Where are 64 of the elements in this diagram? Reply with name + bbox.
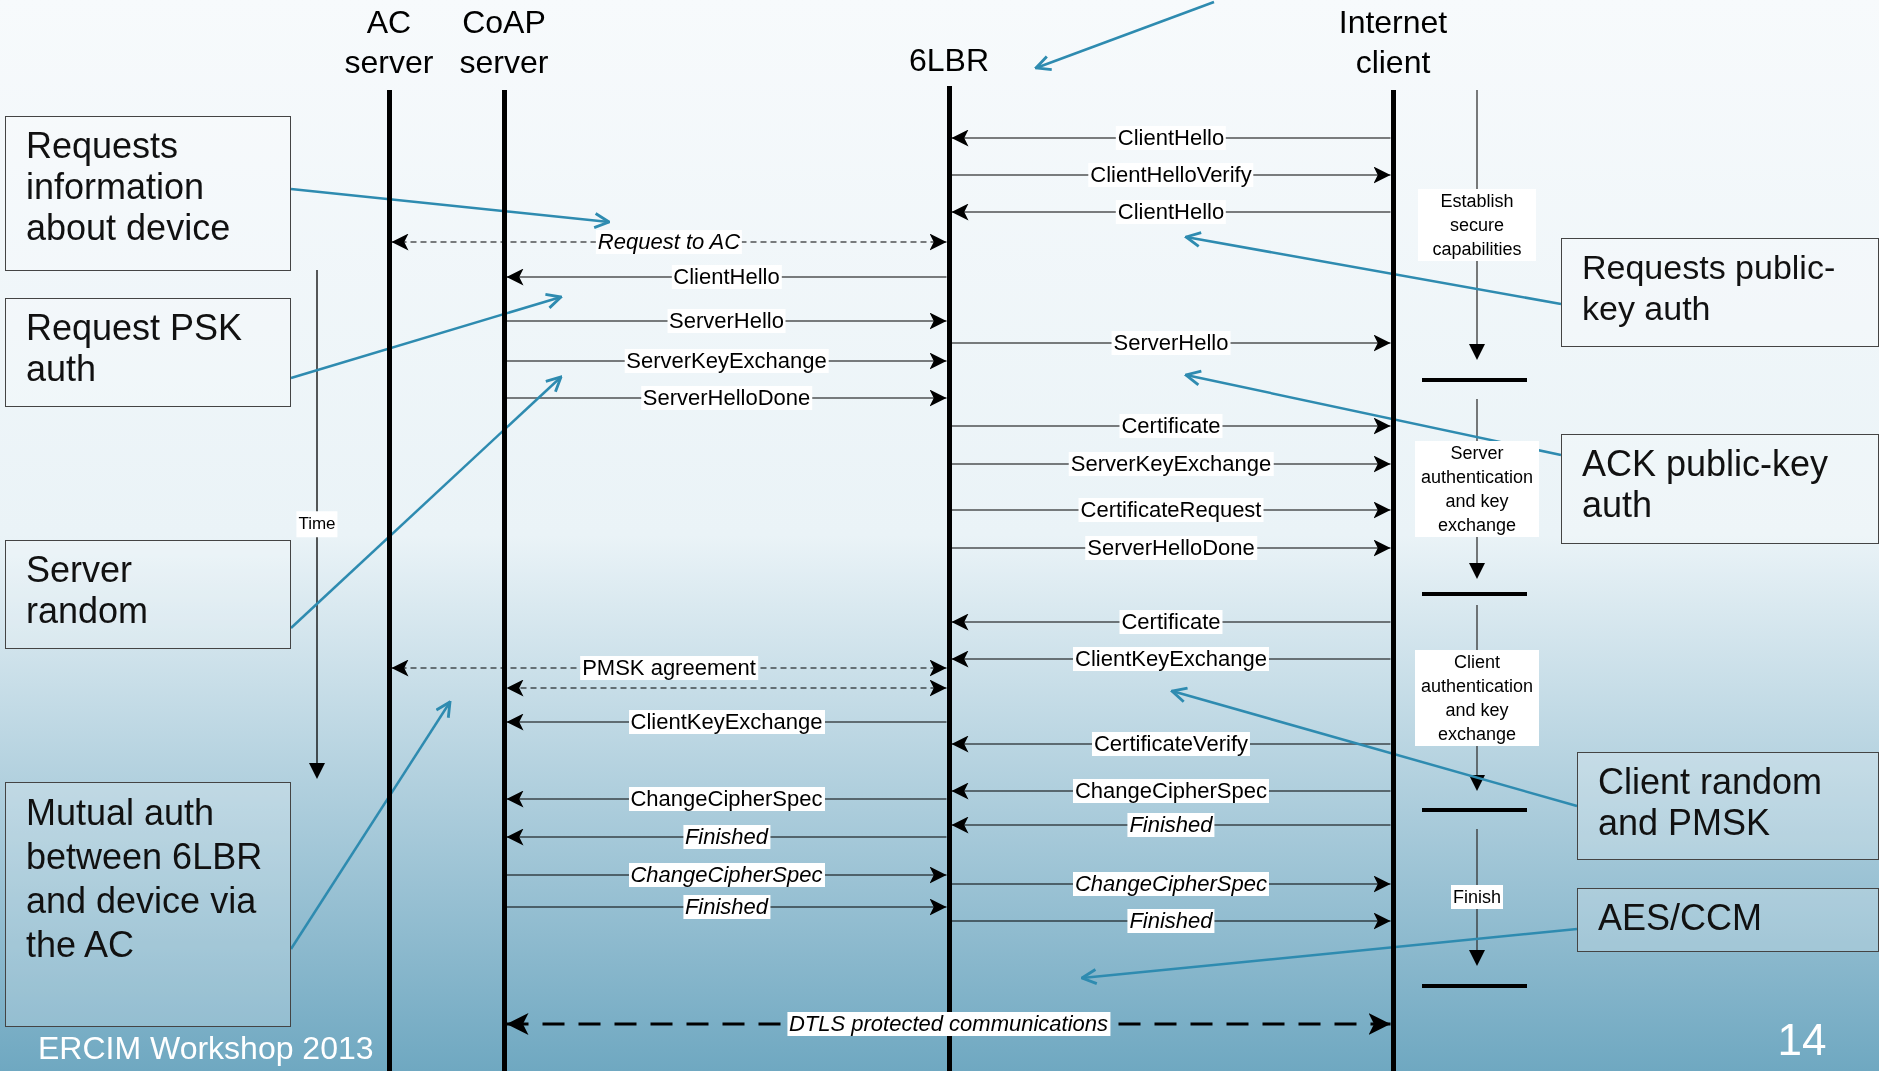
edge-label: CertificateRequest bbox=[1078, 498, 1264, 522]
message-arrow bbox=[505, 679, 948, 697]
edge-label: ChangeCipherSpec bbox=[1073, 872, 1269, 896]
edge-label: ClientHello bbox=[671, 265, 782, 289]
annotation-box bbox=[1561, 434, 1879, 544]
edge-label: Certificate bbox=[1119, 610, 1223, 634]
annotation-text: AES/CCM bbox=[1598, 897, 1764, 938]
edge-label: PMSK agreement bbox=[580, 656, 758, 680]
leader-line bbox=[1184, 231, 1562, 306]
edge-label: ServerKeyExchange bbox=[624, 349, 829, 373]
edge-label: ServerKeyExchange bbox=[1068, 452, 1274, 476]
leader-line bbox=[290, 187, 611, 229]
edge-label: ServerHelloDone bbox=[640, 386, 813, 410]
phase-label: Establish secure capabilities bbox=[1418, 189, 1536, 261]
annotation-box bbox=[5, 116, 291, 271]
annotation-text: Requests public-key auth bbox=[1582, 247, 1837, 329]
lifeline-title: 6LBR bbox=[908, 41, 989, 80]
annotation-box bbox=[1577, 752, 1879, 860]
edge-label: ChangeCipherSpec bbox=[1073, 779, 1269, 803]
annotation-text: Mutual auth between 6LBR and device via the AC bbox=[26, 791, 264, 967]
edge-label: Finished bbox=[1127, 813, 1215, 837]
annotation-text: Client random and PMSK bbox=[1598, 761, 1824, 843]
leader-line bbox=[1080, 927, 1578, 986]
edge-label: CertificateVerify bbox=[1091, 732, 1251, 756]
edge-label: ChangeCipherSpec bbox=[628, 863, 825, 887]
annotation-text: Requests information about device bbox=[26, 125, 232, 248]
axis-label: Time bbox=[296, 511, 338, 537]
phase-label: Finish bbox=[1451, 885, 1503, 909]
annotation-box bbox=[1577, 888, 1879, 952]
annotation-box bbox=[5, 782, 291, 1027]
annotation-text: ACK public-key auth bbox=[1582, 443, 1830, 525]
edge-label: ClientHelloVerify bbox=[1088, 163, 1254, 187]
edge-label: ServerHello bbox=[1111, 331, 1231, 355]
edge-label: ClientHello bbox=[1115, 126, 1227, 150]
footer-text: ERCIM Workshop 2013 bbox=[38, 1029, 374, 1068]
edge-label: Certificate bbox=[1119, 414, 1223, 438]
edge-label: Finished bbox=[1127, 909, 1215, 933]
phase-label: Client authentication and key exchange bbox=[1415, 650, 1539, 746]
phase-label: Server authentication and key exchange bbox=[1415, 441, 1539, 537]
leader-line bbox=[290, 375, 563, 629]
edge-label: ServerHelloDone bbox=[1085, 536, 1257, 560]
annotation-text: Request PSK auth bbox=[26, 307, 244, 389]
annotation-box bbox=[5, 298, 291, 407]
edge-label: ChangeCipherSpec bbox=[628, 787, 825, 811]
edge-label: ClientHello bbox=[1115, 200, 1227, 224]
edge-label: ServerHello bbox=[667, 309, 786, 333]
leader-line bbox=[1034, 0, 1215, 72]
edge-label: Finished bbox=[682, 825, 771, 849]
annotation-text: Server random bbox=[26, 549, 150, 631]
annotation-box bbox=[1561, 238, 1879, 347]
edge-label: Finished bbox=[682, 895, 771, 919]
lifeline-title: AC server bbox=[343, 3, 435, 82]
lifeline-title: CoAP server bbox=[458, 3, 550, 82]
leader-line bbox=[290, 292, 563, 380]
lifeline-title: Internet client bbox=[1337, 3, 1449, 82]
edge-label: Request to AC bbox=[595, 230, 743, 254]
edge-label: DTLS protected communications bbox=[786, 1012, 1111, 1036]
leader-line bbox=[1170, 686, 1578, 808]
edge-label: ClientKeyExchange bbox=[628, 710, 825, 734]
leader-line bbox=[289, 700, 452, 950]
annotation-box bbox=[5, 540, 291, 649]
edge-label: ClientKeyExchange bbox=[1073, 647, 1269, 671]
leader-line bbox=[1184, 369, 1562, 457]
page-number: 14 bbox=[1777, 1014, 1827, 1066]
